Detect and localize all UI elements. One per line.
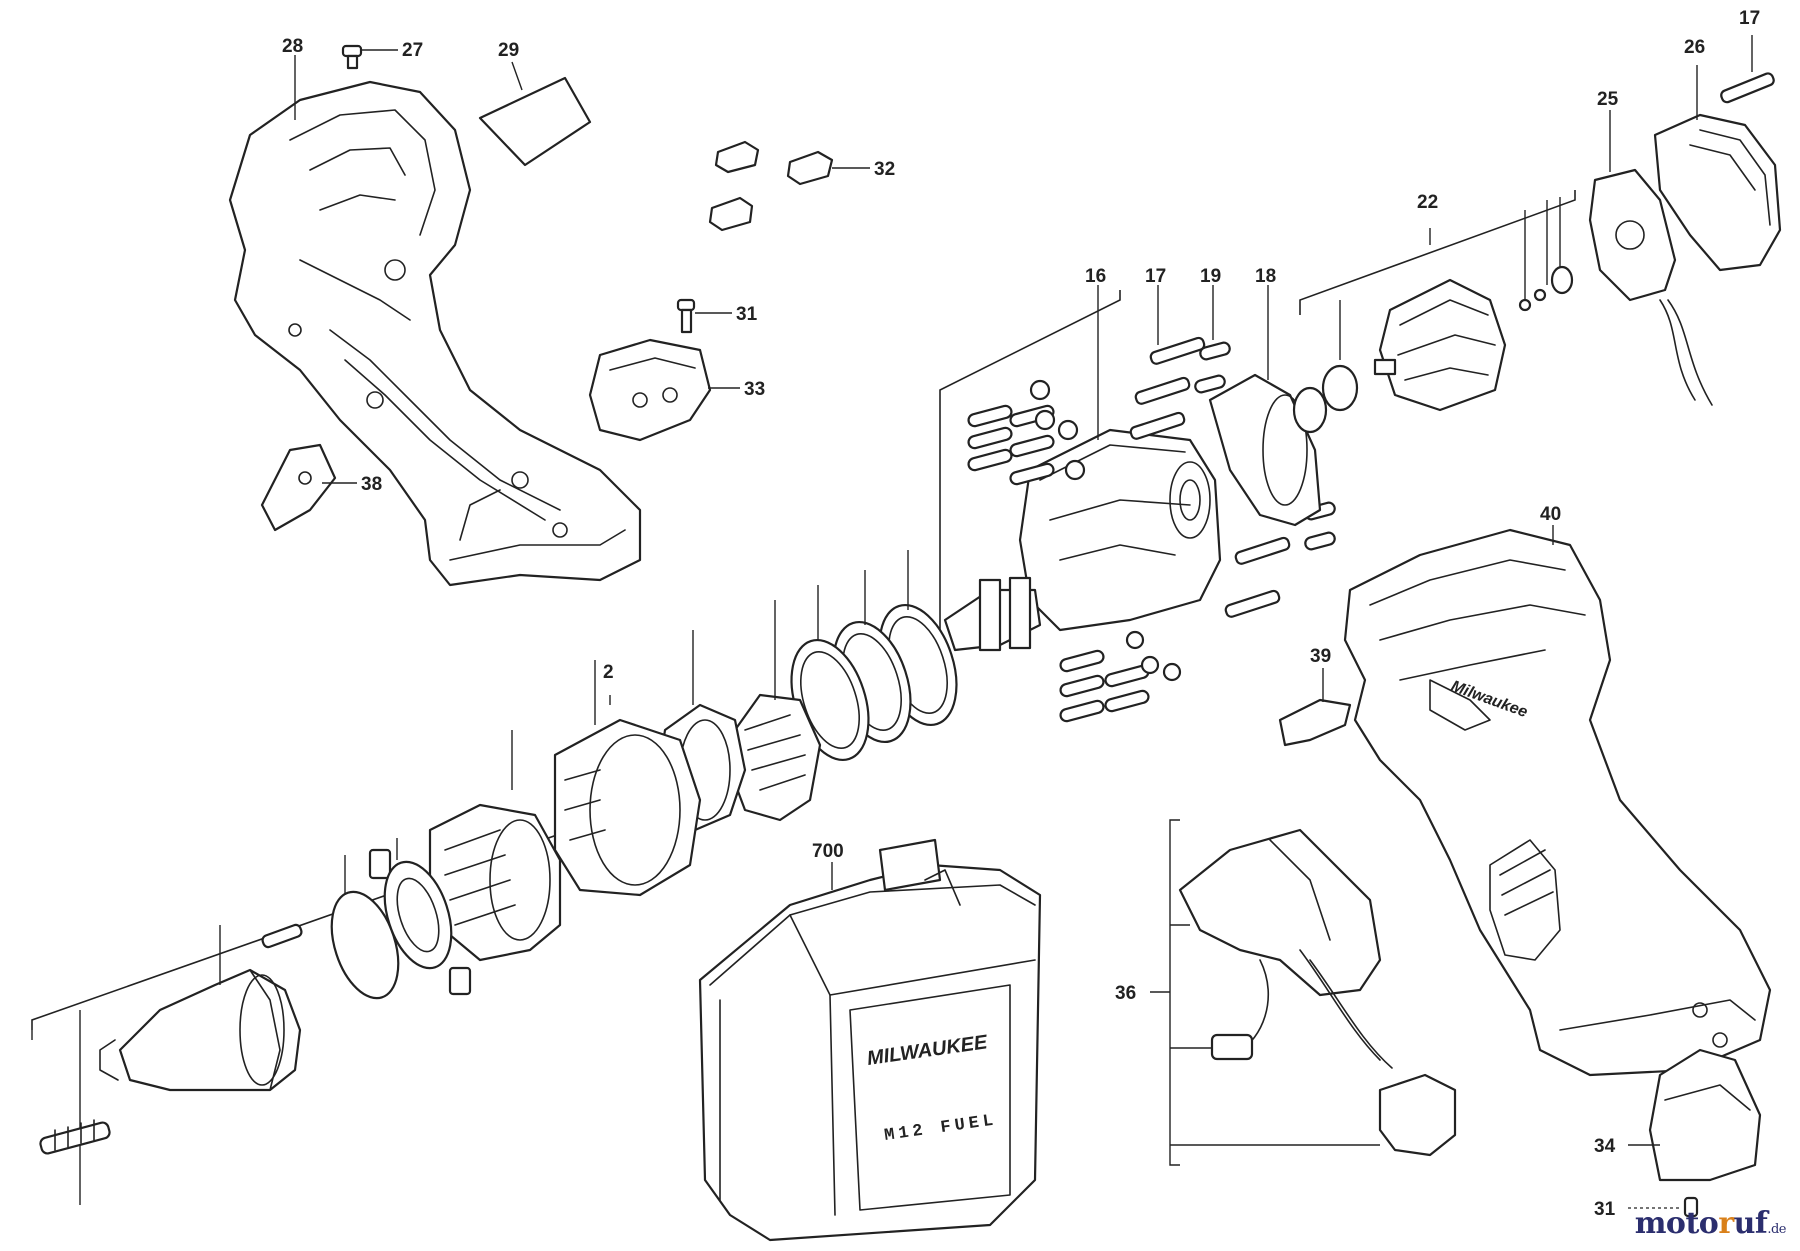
label-29: 29: [498, 40, 519, 61]
pin-small: [261, 923, 303, 949]
label-18: 18: [1255, 266, 1276, 287]
label-38: 38: [361, 474, 382, 495]
label-34: 34: [1594, 1136, 1616, 1157]
part-17-screw-top-right: [1720, 72, 1775, 104]
clutch-ring-large: [553, 718, 702, 897]
label-22: 22: [1417, 192, 1438, 213]
label-28: 28: [282, 36, 303, 57]
part-16-gearbox: [1018, 428, 1222, 632]
part-26-end-cap: [1653, 113, 1782, 272]
label-27: 27: [402, 40, 423, 61]
chuck: [99, 968, 302, 1092]
motor-washers: [1518, 265, 1574, 312]
part-31-screw-bottom: [1683, 1196, 1699, 1218]
part-32-clips: [708, 140, 834, 232]
part-22-motor: [1292, 278, 1507, 434]
motor-group-bracket: [1299, 190, 1576, 315]
part-25-board: [1588, 168, 1713, 406]
gear-stack: [658, 603, 958, 832]
label-17-middle: 17: [1145, 266, 1166, 287]
label-2: 2: [603, 662, 614, 683]
part-27-screw: [341, 44, 363, 70]
part-38-knob: [260, 443, 337, 532]
front-screw: [39, 1119, 111, 1155]
label-39: 39: [1310, 646, 1331, 667]
part-33-cover: [588, 338, 712, 442]
part-17-screws-middle: [1129, 336, 1291, 618]
small-clip-upper: [368, 848, 392, 880]
pins-cluster-lower: [1059, 630, 1182, 723]
part-29-label: [478, 76, 592, 167]
pins-cluster-upper: [967, 379, 1086, 486]
label-16: 16: [1085, 266, 1106, 287]
part-39-latch: [1278, 698, 1352, 747]
label-700: 700: [812, 841, 844, 862]
part-18-ring-housing: [1208, 373, 1322, 527]
assembly-axis-front: [31, 290, 1121, 1030]
part-31-screw-top: [676, 298, 696, 334]
label-19: 19: [1200, 266, 1221, 287]
watermark-tld: .de: [1767, 1222, 1786, 1237]
switch-group-bracket: [1169, 819, 1180, 1166]
part-28-housing-half: [228, 80, 642, 587]
label-17-top-right: 17: [1739, 8, 1760, 29]
slotted-ring: [383, 860, 453, 970]
label-33: 33: [744, 379, 765, 400]
small-clip-lower: [448, 966, 472, 996]
label-26: 26: [1684, 37, 1705, 58]
label-31-bottom: 31: [1594, 1199, 1616, 1220]
watermark-pre: moto: [1634, 1206, 1719, 1241]
label-32: 32: [874, 159, 895, 180]
spindle-shaft: [943, 576, 1042, 652]
part-40-housing-half: [1343, 528, 1772, 1077]
part-36-switch: [1178, 828, 1457, 1157]
watermark-mid: r: [1718, 1206, 1734, 1241]
label-25: 25: [1597, 89, 1619, 110]
label-36: 36: [1115, 983, 1136, 1004]
watermark-post: uf: [1733, 1206, 1768, 1241]
site-watermark: motoruf.de: [1634, 1206, 1787, 1241]
label-31-top: 31: [736, 304, 758, 325]
part-34-belt-clip: [1648, 1048, 1762, 1182]
label-40: 40: [1540, 504, 1561, 525]
part-700-case: [698, 838, 1042, 1242]
